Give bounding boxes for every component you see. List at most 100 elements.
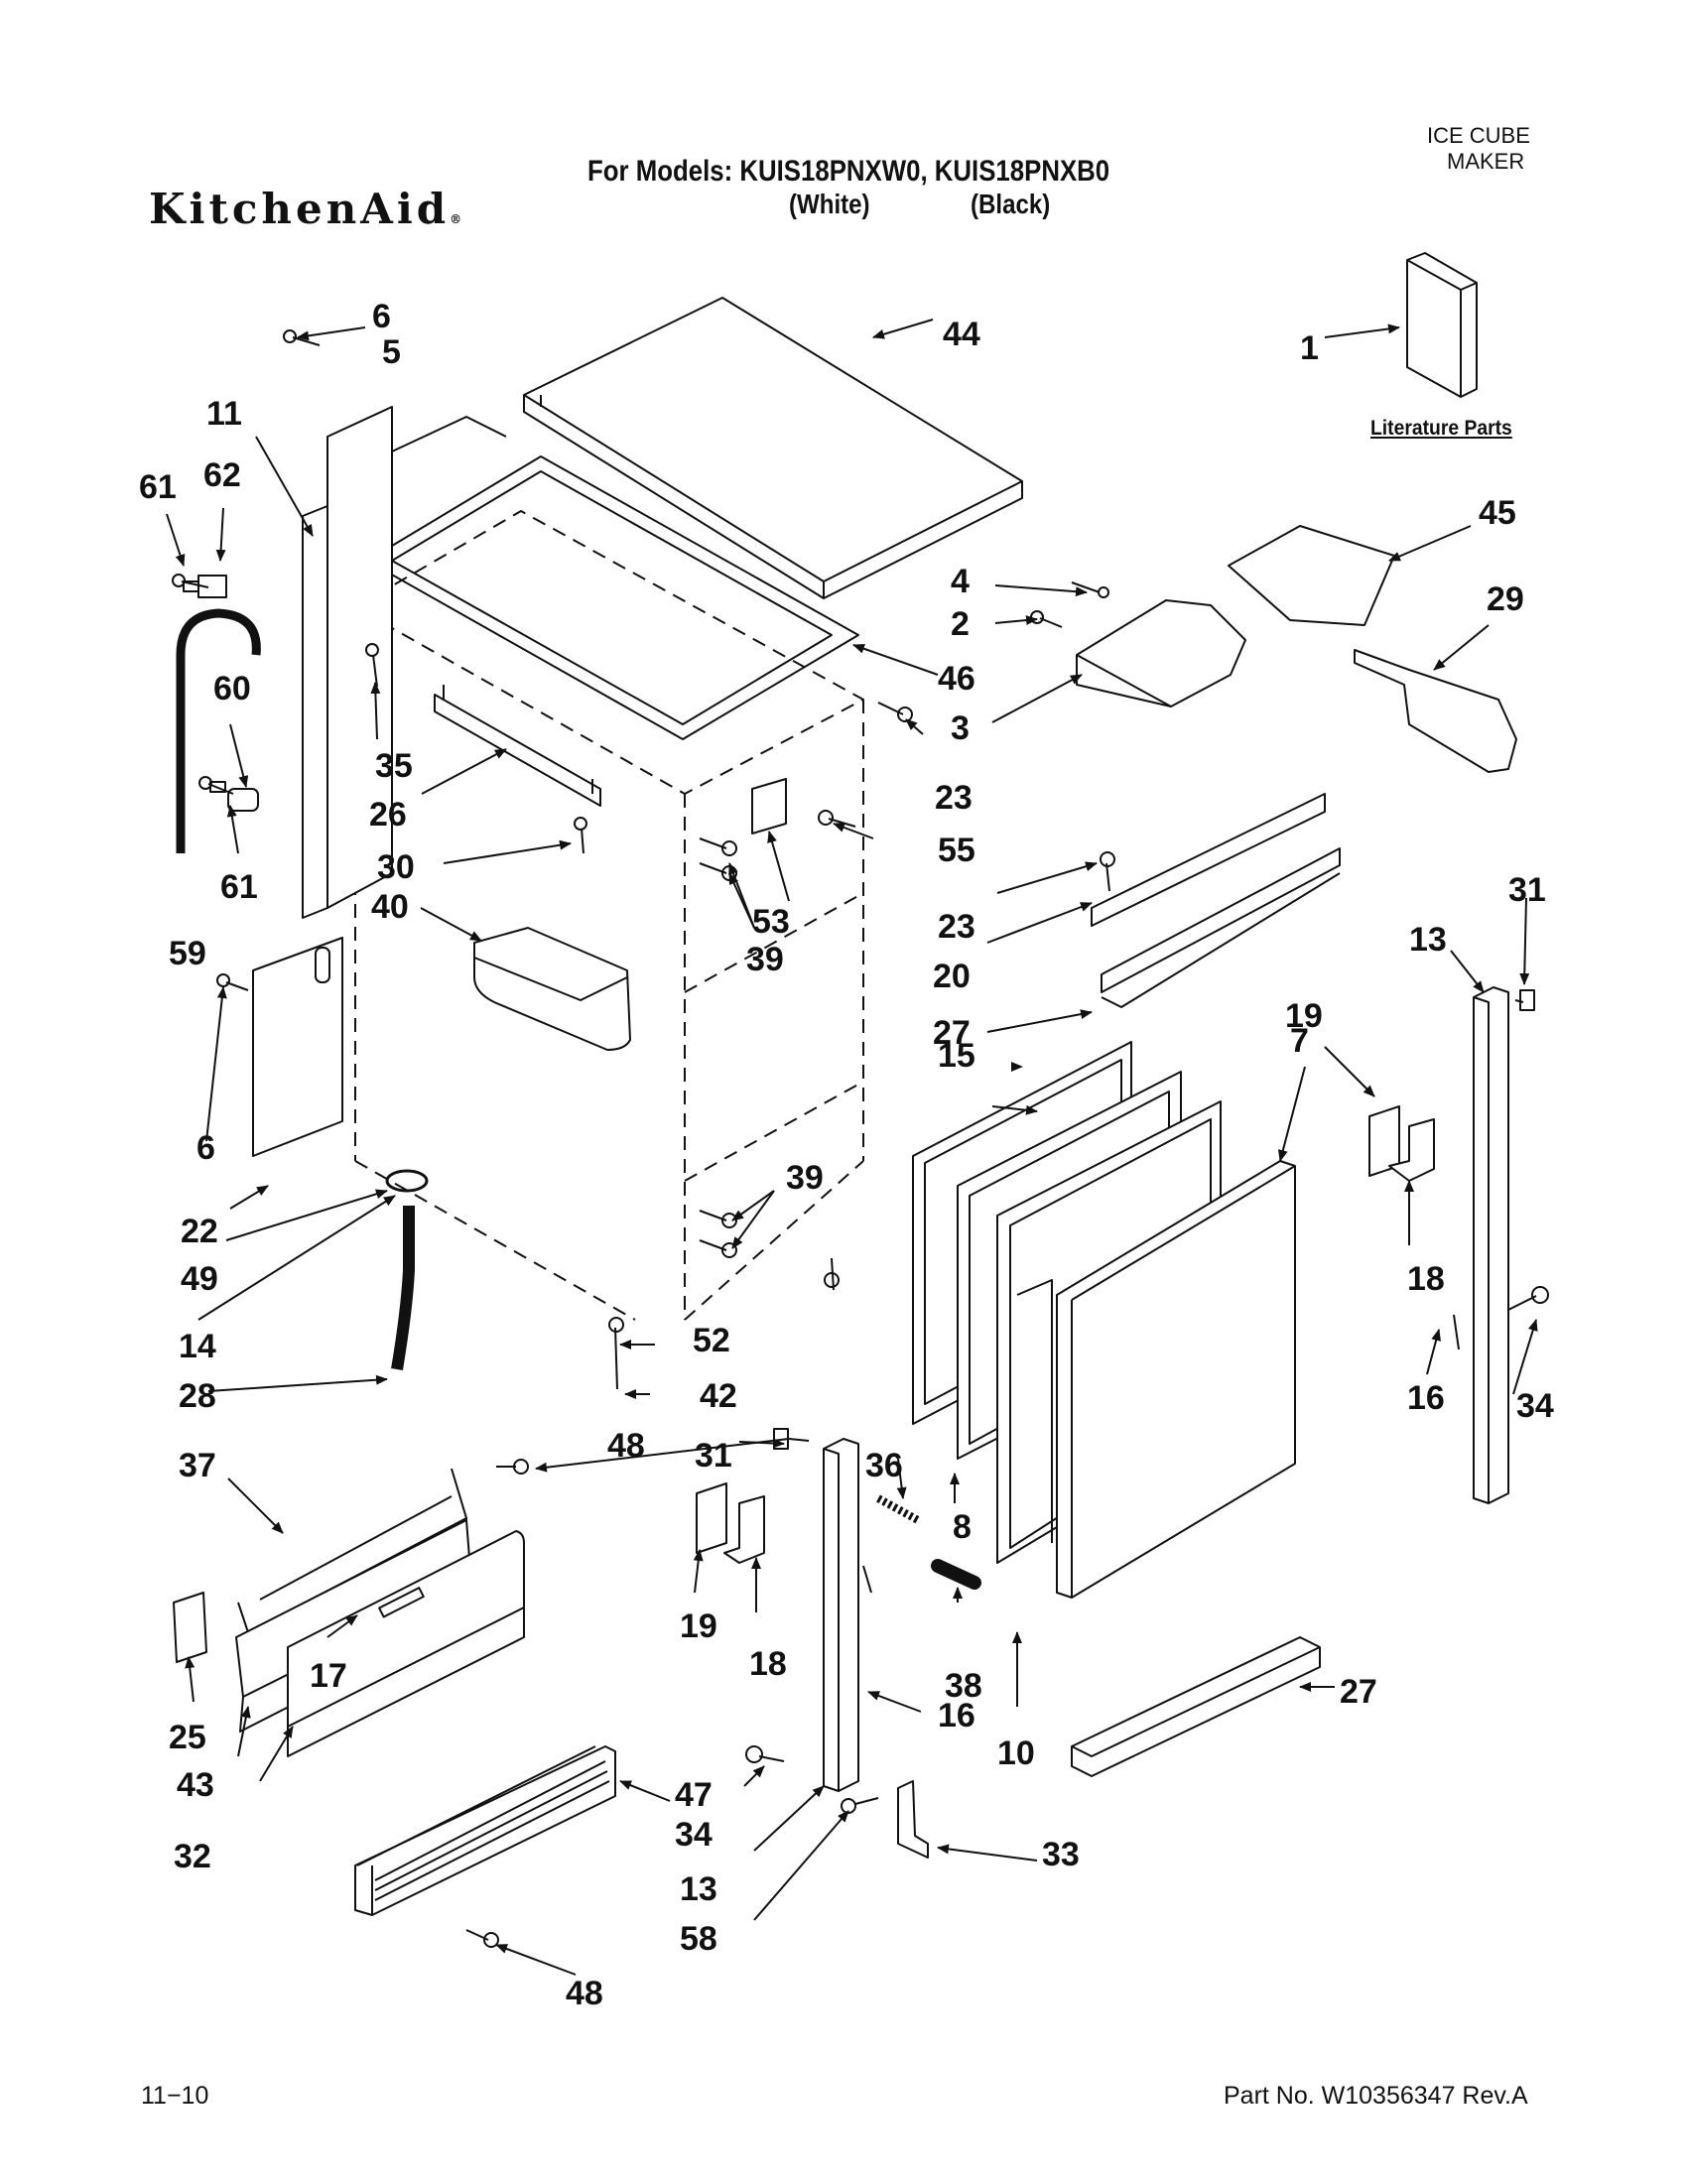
ice-deflector [1076,599,1246,707]
callout-34: 34 [675,1816,713,1854]
callout-20: 20 [933,958,971,995]
footer-date-code: 11−10 [141,2082,209,2110]
callout-44: 44 [943,316,980,353]
callout-28: 28 [179,1377,216,1415]
callout-34: 34 [1516,1387,1554,1425]
hose-clamp-upper [183,575,227,598]
top-cover [523,297,1023,599]
callout-31: 31 [695,1437,732,1475]
callout-62: 62 [203,456,241,494]
callout-15: 15 [938,1037,975,1075]
callout-11: 11 [206,395,242,433]
door-top-strip [1091,793,1341,1008]
toe-kick-panel [287,1530,525,1757]
callout-1: 1 [1300,329,1319,367]
callout-13: 13 [1409,921,1447,959]
callout-29: 29 [1487,580,1524,618]
slide-rail [434,685,601,807]
callout-48: 48 [566,1975,603,2012]
callout-7: 7 [1290,1022,1309,1060]
front-grille [354,1745,616,1916]
variant-white-label: (White) [789,189,870,219]
callout-42: 42 [700,1377,737,1415]
callout-61: 61 [220,868,258,906]
side-trim-left [823,1438,859,1792]
models-line: For Models: KUIS18PNXW0, KUIS18PNXB0 [587,155,1110,188]
callout-52: 52 [693,1322,730,1359]
side-bracket-lower [252,937,343,1157]
callout-48: 48 [607,1427,645,1465]
callout-19: 19 [1285,997,1323,1035]
callout-46: 46 [938,660,975,698]
hose-clamp-drain [385,1169,429,1193]
hinge-plate-left [696,1482,727,1554]
callout-33: 33 [1042,1836,1080,1873]
callout-3: 3 [951,709,970,747]
callout-23: 23 [938,908,975,946]
callout-18: 18 [1407,1260,1445,1298]
callout-23: 23 [935,779,973,817]
cabinet-outline [354,510,864,1321]
callout-36: 36 [865,1447,903,1484]
callout-55: 55 [938,832,975,869]
top-gasket [366,455,859,740]
brand-logo: KitchenAid® [149,185,466,233]
callout-18: 18 [749,1645,787,1683]
footer-part-number: Part No. W10356347 Rev.A [1224,2082,1528,2110]
callout-4: 4 [951,563,970,600]
callout-6: 6 [196,1129,215,1167]
grille-clip [173,1592,207,1663]
callout-14: 14 [179,1328,216,1365]
callout-60: 60 [213,670,251,707]
callout-27: 27 [933,1014,971,1052]
callout-59: 59 [169,935,206,972]
baffle-sheet [1228,525,1395,626]
drain-hose-lower [391,1206,415,1370]
side-trim-right [1473,986,1509,1504]
callout-40: 40 [371,888,409,926]
callout-2: 2 [951,605,970,643]
variant-black-label: (Black) [971,189,1051,219]
callout-58: 58 [680,1920,717,1958]
screws [172,329,1549,1948]
callout-43: 43 [177,1766,214,1804]
callout-47: 47 [675,1776,713,1814]
hose-clamp-lower [209,781,259,812]
callout-30: 30 [377,848,415,886]
door-bottom-trim [1071,1636,1321,1777]
callout-35: 35 [375,747,413,785]
callout-6: 6 [372,298,391,335]
leader-arrows [166,319,1538,1976]
callout-13: 13 [680,1870,717,1908]
literature-booklet [1406,252,1478,398]
callout-25: 25 [169,1719,206,1756]
callout-37: 37 [179,1447,216,1484]
door-pin [931,1559,981,1590]
callout-19: 19 [680,1607,717,1645]
lower-hinge-bracket [897,1780,929,1859]
category-label-line2: MAKER [1447,149,1525,174]
callout-61: 61 [139,468,177,506]
rear-side-panel [302,406,507,919]
drain-tube [176,608,261,853]
category-label-line1: ICE CUBE [1427,123,1530,148]
callout-8: 8 [953,1508,972,1546]
callout-26: 26 [369,796,407,834]
hinge-bracket-left [723,1495,765,1564]
ice-scoop [1354,649,1517,773]
callout-10: 10 [997,1734,1035,1772]
callout-39: 39 [746,941,784,978]
callout-32: 32 [174,1838,211,1875]
mounting-plate-top [751,778,787,835]
callout-31: 31 [1508,871,1546,909]
door-outer-panel [1056,1160,1296,1599]
callout-22: 22 [181,1213,218,1250]
callout-16: 16 [1407,1379,1445,1417]
literature-parts-label: Literature Parts [1370,417,1512,440]
water-trough [473,927,631,1051]
callout-17: 17 [310,1657,347,1695]
callout-49: 49 [181,1260,218,1298]
door-spring [876,1494,920,1524]
